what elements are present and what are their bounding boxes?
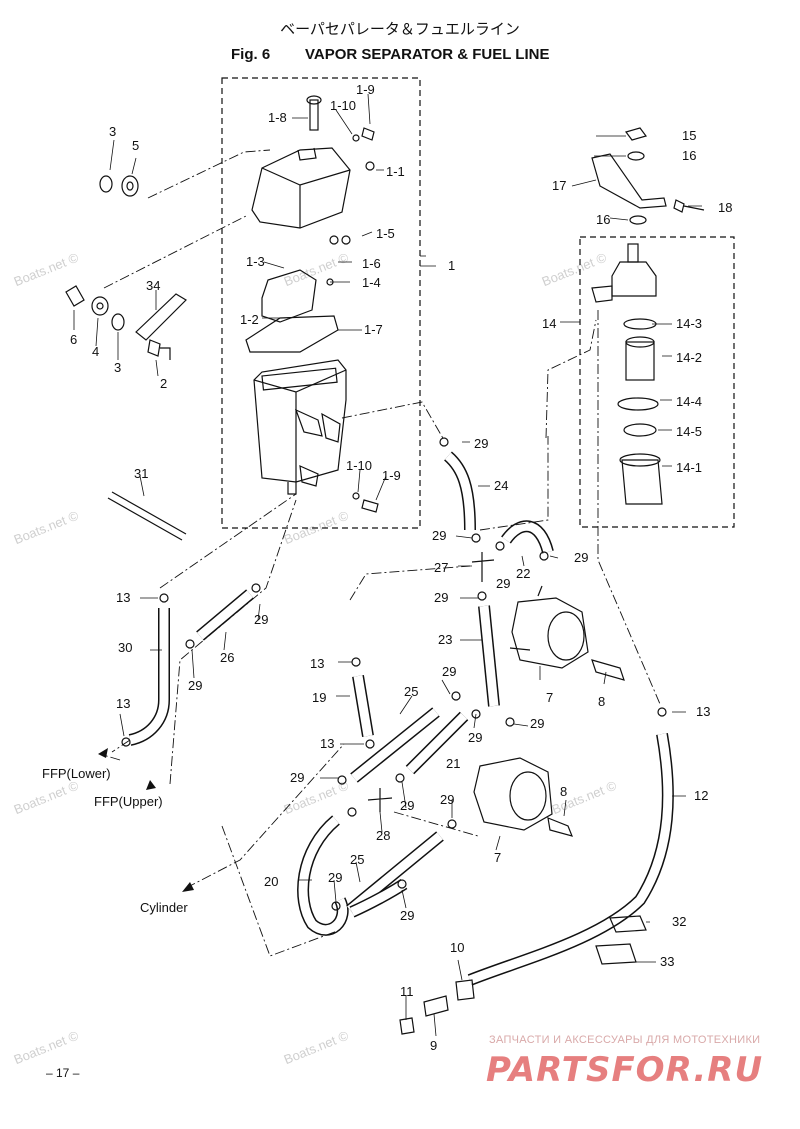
callout-30: 30 (118, 640, 133, 655)
callout-13d: 13 (696, 704, 711, 719)
callout-25: 25 (404, 684, 419, 699)
callout-1-8: 1-8 (268, 110, 287, 125)
callout-1-5: 1-5 (376, 226, 395, 241)
float-1-2 (261, 269, 317, 323)
callout-29h: 29 (442, 664, 457, 679)
dest-cylinder: Cylinder (140, 900, 188, 915)
callout-29e: 29 (434, 590, 449, 605)
callout-26: 26 (220, 650, 235, 665)
page-number: – 17 – (46, 1066, 80, 1080)
callout-1-3: 1-3 (246, 254, 265, 269)
callout-6: 6 (70, 332, 78, 347)
japanese-title: ベーパセパレータ＆フュエルライン (280, 20, 520, 38)
fuel-pump-lower (473, 757, 553, 831)
callout-34: 34 (146, 278, 161, 293)
callout-29o: 29 (400, 908, 415, 923)
dest-ffp-upper: FFP(Upper) (94, 794, 163, 809)
callout-29m: 29 (440, 792, 455, 807)
callout-9: 9 (430, 1038, 438, 1053)
callout-29: 29 (474, 436, 489, 451)
callout-14-5: 14-5 (676, 424, 703, 439)
callout-1-9: 1-9 (356, 82, 375, 97)
callout-14-3: 14-3 (676, 316, 703, 331)
gasket-1-7 (245, 315, 339, 353)
callout-16: 16 (682, 148, 697, 163)
callout-29l: 29 (400, 798, 415, 813)
callout-7: 7 (546, 690, 554, 705)
vapor-separator-group-box (221, 77, 421, 529)
callout-13c: 13 (320, 736, 335, 751)
dest-ffp-lower: FFP(Lower) (42, 766, 111, 781)
callout-19: 19 (312, 690, 327, 705)
callout-25b: 25 (350, 852, 365, 867)
callout-23: 23 (438, 632, 453, 647)
callout-3: 3 (109, 124, 117, 139)
callout-29k: 29 (290, 770, 305, 785)
callout-1-10b: 1-10 (346, 458, 373, 473)
callout-22: 22 (516, 566, 531, 581)
callout-15: 15 (682, 128, 697, 143)
callout-14-1: 14-1 (676, 460, 703, 475)
ad-logo: PARTSFOR.RU (486, 1050, 764, 1090)
callout-20: 20 (264, 874, 279, 889)
callout-1-2: 1-2 (240, 312, 259, 327)
callout-17: 17 (552, 178, 567, 193)
callout-14-2: 14-2 (676, 350, 703, 365)
callout-32: 32 (672, 914, 687, 929)
fuel-filter-group-box (579, 236, 735, 528)
callout-29d: 29 (496, 576, 511, 591)
callout-33: 33 (660, 954, 675, 969)
callout-12: 12 (694, 788, 709, 803)
bracket-17 (591, 153, 667, 209)
callout-1-10: 1-10 (330, 98, 357, 113)
callout-10: 10 (450, 940, 465, 955)
callout-2: 2 (160, 376, 168, 391)
callout-14: 14 (542, 316, 557, 331)
callout-1-7: 1-7 (364, 322, 383, 337)
filter-element (625, 341, 655, 381)
callout-1-9b: 1-9 (382, 468, 401, 483)
separator-body (253, 359, 347, 483)
callout-14-4: 14-4 (676, 394, 703, 409)
callout-13b: 13 (310, 656, 325, 671)
callout-29n: 29 (328, 870, 343, 885)
callout-29b: 29 (432, 528, 447, 543)
callout-28: 28 (376, 828, 391, 843)
callout-29g: 29 (188, 678, 203, 693)
bracket-34 (135, 293, 187, 341)
callout-11: 11 (400, 984, 414, 999)
figure-number: Fig. 6 (231, 46, 271, 63)
callout-1-6: 1-6 (362, 256, 381, 271)
callout-3b: 3 (114, 360, 122, 375)
callout-1-4: 1-4 (362, 275, 381, 290)
callout-29j: 29 (530, 716, 545, 731)
callout-29f: 29 (254, 612, 269, 627)
callout-27: 27 (434, 560, 449, 575)
filter-head (611, 261, 657, 297)
callout-4: 4 (92, 344, 100, 359)
callout-8: 8 (598, 694, 606, 709)
ad-tagline: ЗАПЧАСТИ И АКСЕССУАРЫ ДЛЯ МОТОТЕХНИКИ (489, 1034, 761, 1046)
callout-1-1: 1-1 (386, 164, 405, 179)
strap-31 (107, 491, 187, 541)
callout-21: 21 (446, 756, 461, 771)
nut-15 (624, 127, 648, 141)
diagram-title: VAPOR SEPARATOR & FUEL LINE (305, 46, 550, 63)
callout-18: 18 (718, 200, 733, 215)
callout-24: 24 (494, 478, 509, 493)
callout-13e: 13 (116, 696, 131, 711)
callout-13: 13 (116, 590, 131, 605)
callout-16b: 16 (596, 212, 611, 227)
callout-31: 31 (134, 466, 149, 481)
fuel-pump-upper (511, 597, 589, 669)
callout-29c: 29 (574, 550, 589, 565)
callout-8b: 8 (560, 784, 568, 799)
callout-5: 5 (132, 138, 140, 153)
callout-29i: 29 (468, 730, 483, 745)
filter-cup (621, 459, 663, 505)
callout-7b: 7 (494, 850, 502, 865)
callout-1: 1 (448, 258, 456, 273)
